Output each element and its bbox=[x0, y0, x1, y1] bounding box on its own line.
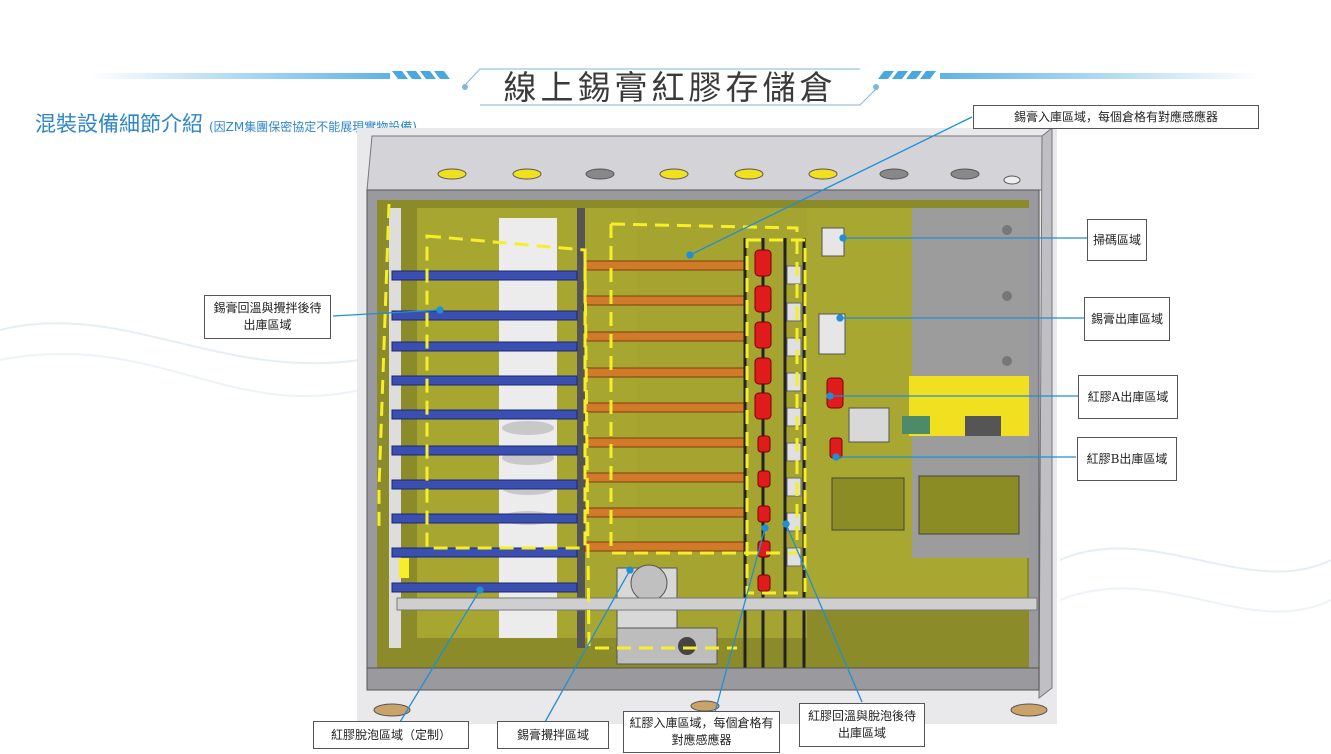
callout-glue-warm: 紅膠回溫與脫泡後待出庫區域 bbox=[799, 703, 925, 747]
callout-solder-in: 錫膏入庫區域，每個倉格有對應感應器 bbox=[973, 105, 1259, 129]
machine-top-panel bbox=[366, 135, 1048, 191]
callout-solder-out: 錫膏出庫區域 bbox=[1084, 297, 1170, 341]
zone-left-white bbox=[377, 203, 391, 528]
cabinet-door-2 bbox=[918, 475, 1020, 535]
left-mid-rail bbox=[577, 208, 585, 648]
machine-side-panel bbox=[1038, 128, 1053, 700]
page-title: 線上錫膏紅膠存儲倉 bbox=[503, 68, 837, 107]
cabinet-door-1 bbox=[831, 477, 905, 531]
header-banner: 線上錫膏紅膠存儲倉 bbox=[0, 55, 1331, 115]
banner-decoration bbox=[90, 68, 1260, 106]
motor-green bbox=[902, 416, 930, 434]
callout-glue-in: 紅膠入庫區域，每個倉格有對應感應器 bbox=[623, 711, 780, 753]
machine-base bbox=[366, 667, 1040, 691]
solder-shelves bbox=[391, 270, 578, 593]
yellow-marker bbox=[399, 558, 409, 578]
callout-glue-defoam: 紅膠脫泡區域（定制） bbox=[313, 721, 469, 749]
callout-solder-warm: 錫膏回溫與攪拌後待出庫區域 bbox=[204, 295, 331, 339]
glue-cartridges bbox=[754, 249, 844, 592]
callout-scan: 掃碼區域 bbox=[1087, 219, 1147, 261]
solder-orange-shelves bbox=[584, 260, 746, 552]
callout-glue-a-out: 紅膠A出庫區域 bbox=[1078, 375, 1178, 419]
subtitle-text: 混裝設備細節介紹 bbox=[35, 112, 203, 136]
glue-cups bbox=[786, 265, 802, 567]
zone-solder-bottom bbox=[583, 257, 737, 650]
scanner-device bbox=[821, 227, 845, 257]
storage-machine-diagram bbox=[357, 128, 1057, 724]
section-subtitle: 混裝設備細節介紹(因ZM集團保密協定不能展現實物設備) bbox=[35, 108, 417, 138]
callout-solder-mix: 錫膏攪拌區域 bbox=[497, 721, 609, 749]
motor-dark bbox=[965, 416, 1001, 436]
solder-out-device bbox=[818, 313, 846, 355]
callout-glue-b-out: 紅膠B出庫區域 bbox=[1077, 437, 1177, 481]
base-rail bbox=[396, 597, 1038, 611]
mixer-base bbox=[616, 627, 718, 665]
gray-box bbox=[848, 407, 890, 443]
